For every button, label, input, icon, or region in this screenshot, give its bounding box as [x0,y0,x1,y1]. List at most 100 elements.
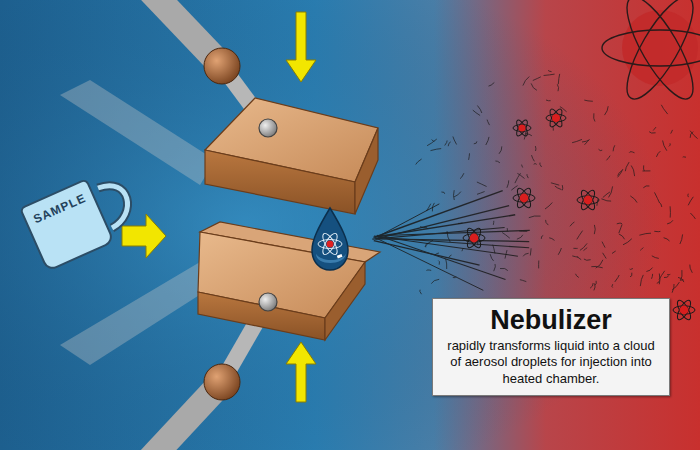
aerosol-speck [584,100,593,101]
aerosol-speck [595,281,597,285]
aerosol-speck [558,74,559,84]
atom-nucleus [680,306,689,315]
aerosol-speck [445,141,447,146]
aerosol-speck [661,105,667,114]
aerosol-speck [667,220,673,224]
atom-orbit [675,298,693,321]
aerosol-speck [683,156,686,157]
aerosol-speck [447,231,450,242]
aerosol-speck [499,146,502,153]
aerosol-speck [551,183,559,185]
aerosol-speck [671,130,673,134]
aerosol-speck [535,146,537,151]
callout-box: Nebulizerrapidly transforms liquid into … [432,298,670,396]
aerosol-speck [602,242,605,248]
aerosol-speck [680,234,683,244]
atom-orbit [515,118,530,137]
aerosol-speck [438,261,439,265]
aerosol-speck [527,174,528,178]
aerosol-speck [585,139,590,144]
aerosol-speck [669,143,670,146]
aerosol-speck [506,228,508,231]
aerosol-speck [640,248,643,251]
aerosol-speck [426,269,431,271]
aerosol-speck [500,268,508,270]
atom-nucleus [584,196,593,205]
press-arrow-down [286,12,316,82]
atom-nucleus [518,124,525,131]
aerosol-speck [664,276,669,278]
aerosol-speck [544,74,555,75]
aerosol-speck [619,224,622,233]
aerosol-speck [546,220,549,225]
aerosol-speck [540,163,542,167]
sample-jar: SAMPLE [19,178,115,272]
aerosol-speck [605,106,609,115]
aerosol-speck [557,84,558,91]
aerosol-speck [617,223,622,225]
aerosol-speck [555,186,562,190]
aerosol-speck [630,268,633,270]
aerosol-speck [432,140,435,142]
atom-orbit [465,226,483,249]
aerosol-speck [490,254,494,261]
aerosol-speck [520,280,526,282]
aerosol-speck [618,169,623,177]
aerosol-speck [655,192,660,203]
aerosol-speck [477,192,485,195]
large-atom [602,0,700,107]
aerosol-speck [667,274,670,275]
aerosol-speck [420,227,427,228]
atom-orbit [548,107,565,128]
aerosol-speck [664,238,670,241]
atom-symbol [577,188,599,211]
aerosol-speck [530,248,532,255]
atoms [463,107,695,321]
aerosol-speck [487,120,489,126]
aerosol-speck [426,243,429,247]
aerosol-speck [653,127,656,130]
aerosol-speck [580,243,587,250]
aerosol-speck [432,203,434,212]
atom-orbit [513,194,535,202]
aerosol-speck [425,240,433,247]
aerosol-speck [548,70,552,71]
aerosol-speck [639,233,651,235]
aerosol-speck [495,161,500,163]
aerosol-speck [460,173,464,179]
atom-symbol [513,186,535,209]
atom-nucleus [552,114,560,122]
aerosol-speck [656,151,660,157]
atom-symbol [546,107,566,128]
aerosol-speck [570,222,575,226]
atom-orbit [579,188,597,211]
aerosol-speck [660,203,662,207]
aerosol-speck [449,255,452,258]
aerosol-speck [511,186,517,191]
aerosol-speck [643,165,645,171]
atom-orbit [673,306,695,314]
feed-arrow [122,214,166,258]
atom-orbit [465,226,483,249]
aerosol-speck [690,213,695,219]
aerosol-speck [631,166,634,177]
aerosol-speck [672,282,679,290]
aerosol-speck [462,248,463,251]
aerosol-speck [649,132,655,133]
aerosol-speck [505,250,507,259]
callout-heading: Nebulizer [441,305,661,336]
atom-orbit [548,107,565,128]
atom-orbit [546,114,566,122]
atom-orbit [515,118,530,137]
aerosol-speck [609,186,613,197]
atom-nucleus [520,194,529,203]
aerosol-spray [372,191,529,291]
aerosol-speck [453,276,456,277]
aerosol-speck [659,271,665,280]
aerosol-speck [558,248,561,255]
aerosol-speck [519,231,527,232]
aerosol-speck [687,194,689,197]
aerosol-speck [573,248,577,249]
